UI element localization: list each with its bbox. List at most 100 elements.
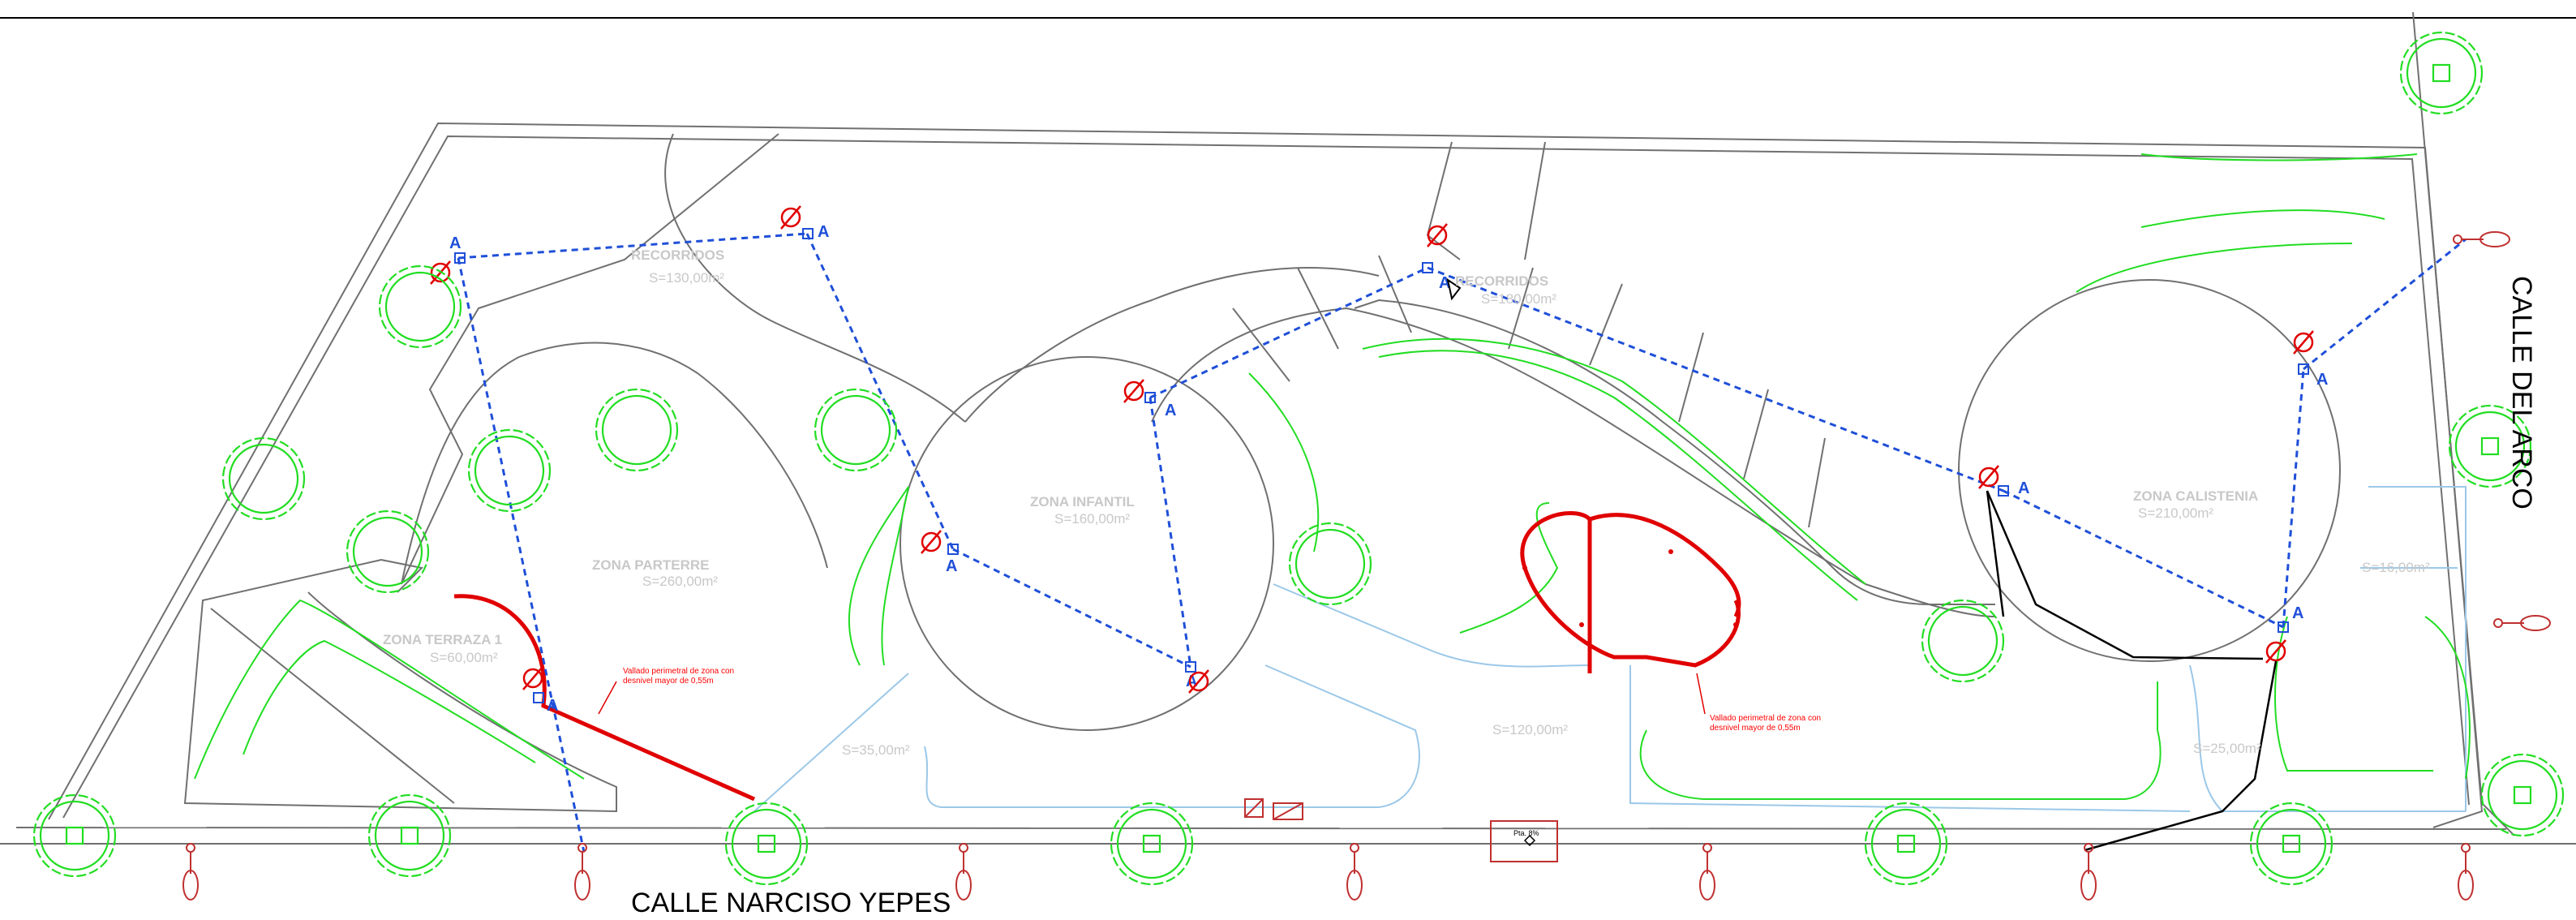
tree-icon — [467, 428, 552, 513]
hedge-icon — [194, 599, 585, 780]
hedge-icon — [2076, 243, 2353, 293]
zone-area-infantil: S=160,00m² — [1054, 511, 1130, 527]
section-marker-icon — [2278, 621, 2289, 633]
zone-name-recorridos-2: RECORRIDOS — [1455, 273, 1548, 289]
zone-name-infantil: ZONA INFANTIL — [1030, 494, 1135, 509]
hedge-icon — [1459, 502, 1559, 634]
fences — [453, 511, 1741, 802]
tree-icon — [378, 264, 462, 349]
section-marker-icon — [1998, 485, 2009, 497]
ramp-sign — [1490, 820, 1558, 862]
tree-icon — [2448, 404, 2532, 488]
removed-lamp-icon — [1427, 223, 1448, 247]
tree-icon — [32, 793, 117, 878]
fence-note-right-line-2: desnivel mayor de 0,55m — [1710, 724, 1801, 733]
path-outlines — [183, 133, 2341, 813]
zone-area-recorridos-2: S=180,00m² — [1481, 291, 1556, 307]
tree-icon — [814, 388, 898, 472]
section-marker-icon — [454, 252, 466, 264]
street-lamp-icon — [1346, 843, 1363, 901]
removed-lamp-icon — [1123, 379, 1144, 403]
fence-note-left-line-1: Vallado perimetral de zona con — [623, 667, 734, 676]
removed-lamp-icon — [2265, 639, 2286, 664]
removed-lamp-icon — [780, 205, 801, 230]
section-marker-label: A — [449, 234, 461, 252]
tree-icon — [2480, 753, 2565, 837]
tree-icon — [724, 802, 809, 886]
section-marker-label: A — [2018, 479, 2029, 497]
section-marker-icon — [533, 692, 544, 703]
tree-icon — [1288, 522, 1372, 606]
fence-right — [1520, 511, 1741, 673]
section-marker-icon — [2298, 363, 2309, 375]
ramp-sign-label: Pta. 8% — [1513, 829, 1539, 837]
section-marker-icon — [1185, 661, 1196, 673]
electrical-lines — [1986, 490, 2278, 852]
hedge-icon — [1378, 350, 1858, 601]
zone-area-parterre: S=260,00m² — [642, 574, 718, 589]
fence-left — [453, 594, 756, 802]
street-lamp-icon — [574, 843, 590, 901]
area-35: S=35,00m² — [842, 742, 910, 758]
section-lines — [457, 232, 2467, 853]
hedge-icon — [2140, 153, 2418, 161]
fence-note-right-line-1: Vallado perimetral de zona con — [1710, 714, 1821, 723]
zone-name-parterre: ZONA PARTERRE — [592, 557, 710, 573]
trees — [32, 31, 2565, 886]
hedge-icon — [243, 639, 536, 763]
street-lamp-icon — [2493, 615, 2551, 631]
street-lamp-icon — [2458, 843, 2474, 901]
hedge-icon — [1639, 681, 2162, 800]
zone-name-calistenia: ZONA CALISTENIA — [2133, 488, 2258, 504]
tree-icon — [1864, 802, 1948, 886]
tree-icon — [1921, 599, 2005, 683]
paving-outlines — [753, 486, 2467, 812]
area-120: S=120,00m² — [1492, 722, 1568, 737]
street-name-south: CALLE NARCISO YEPES — [631, 888, 951, 918]
section-marker-icon — [947, 544, 959, 555]
tree-icon — [346, 509, 430, 594]
street-lamps — [182, 231, 2551, 901]
area-16: S=16,00m² — [2362, 560, 2430, 575]
section-markers: A A A A A A A A A A — [449, 223, 2328, 715]
zone-area-recorridos-1: S=130,00m² — [649, 270, 724, 286]
street-lamp-icon — [955, 843, 972, 901]
section-marker-icon — [1422, 262, 1433, 273]
hedge-icon — [1248, 372, 1320, 552]
zone-name-recorridos-1: RECORRIDOS — [631, 247, 724, 263]
site-perimeter — [0, 11, 2576, 845]
area-25: S=25,00m² — [2193, 741, 2261, 756]
removed-lamp-icon — [2293, 330, 2314, 355]
hedge-icon — [2140, 209, 2385, 228]
section-marker-icon — [802, 228, 814, 239]
section-marker-label: A — [1165, 402, 1176, 419]
zone-area-calistenia: S=210,00m² — [2138, 505, 2213, 521]
hedge-icon — [2424, 616, 2471, 780]
fence-notes: Vallado perimetral de zona con desnivel … — [598, 667, 1821, 733]
tree-icon — [2249, 802, 2333, 886]
site-features: Pta. 8% — [1244, 277, 1558, 862]
tree-icon — [221, 436, 306, 521]
zone-labels: RECORRIDOS S=130,00m² RECORRIDOS S=180,0… — [383, 247, 2430, 758]
tree-icon — [367, 793, 452, 878]
zone-name-terraza: ZONA TERRAZA 1 — [383, 632, 502, 647]
street-lamp-icon — [182, 843, 199, 901]
zone-area-terraza: S=60,00m² — [430, 650, 498, 665]
section-marker-label: A — [2316, 371, 2328, 389]
section-marker-label: A — [818, 223, 829, 241]
street-lamp-icon — [1699, 843, 1715, 901]
hedge-icon — [1362, 337, 1866, 585]
fence-note-left-line-2: desnivel mayor de 0,55m — [623, 677, 714, 686]
street-lamp-icon — [2080, 843, 2097, 901]
hedge-icon — [848, 486, 909, 666]
removed-lamps — [430, 205, 2314, 694]
tree-icon — [595, 388, 679, 472]
section-marker-icon — [1144, 392, 1156, 403]
removed-lamp-icon — [1188, 669, 1209, 694]
tree-icon — [2399, 31, 2484, 115]
removed-lamp-icon — [522, 666, 543, 690]
section-marker-label: A — [2292, 604, 2303, 622]
removed-lamp-icon — [921, 530, 942, 554]
hedges — [194, 153, 2471, 800]
